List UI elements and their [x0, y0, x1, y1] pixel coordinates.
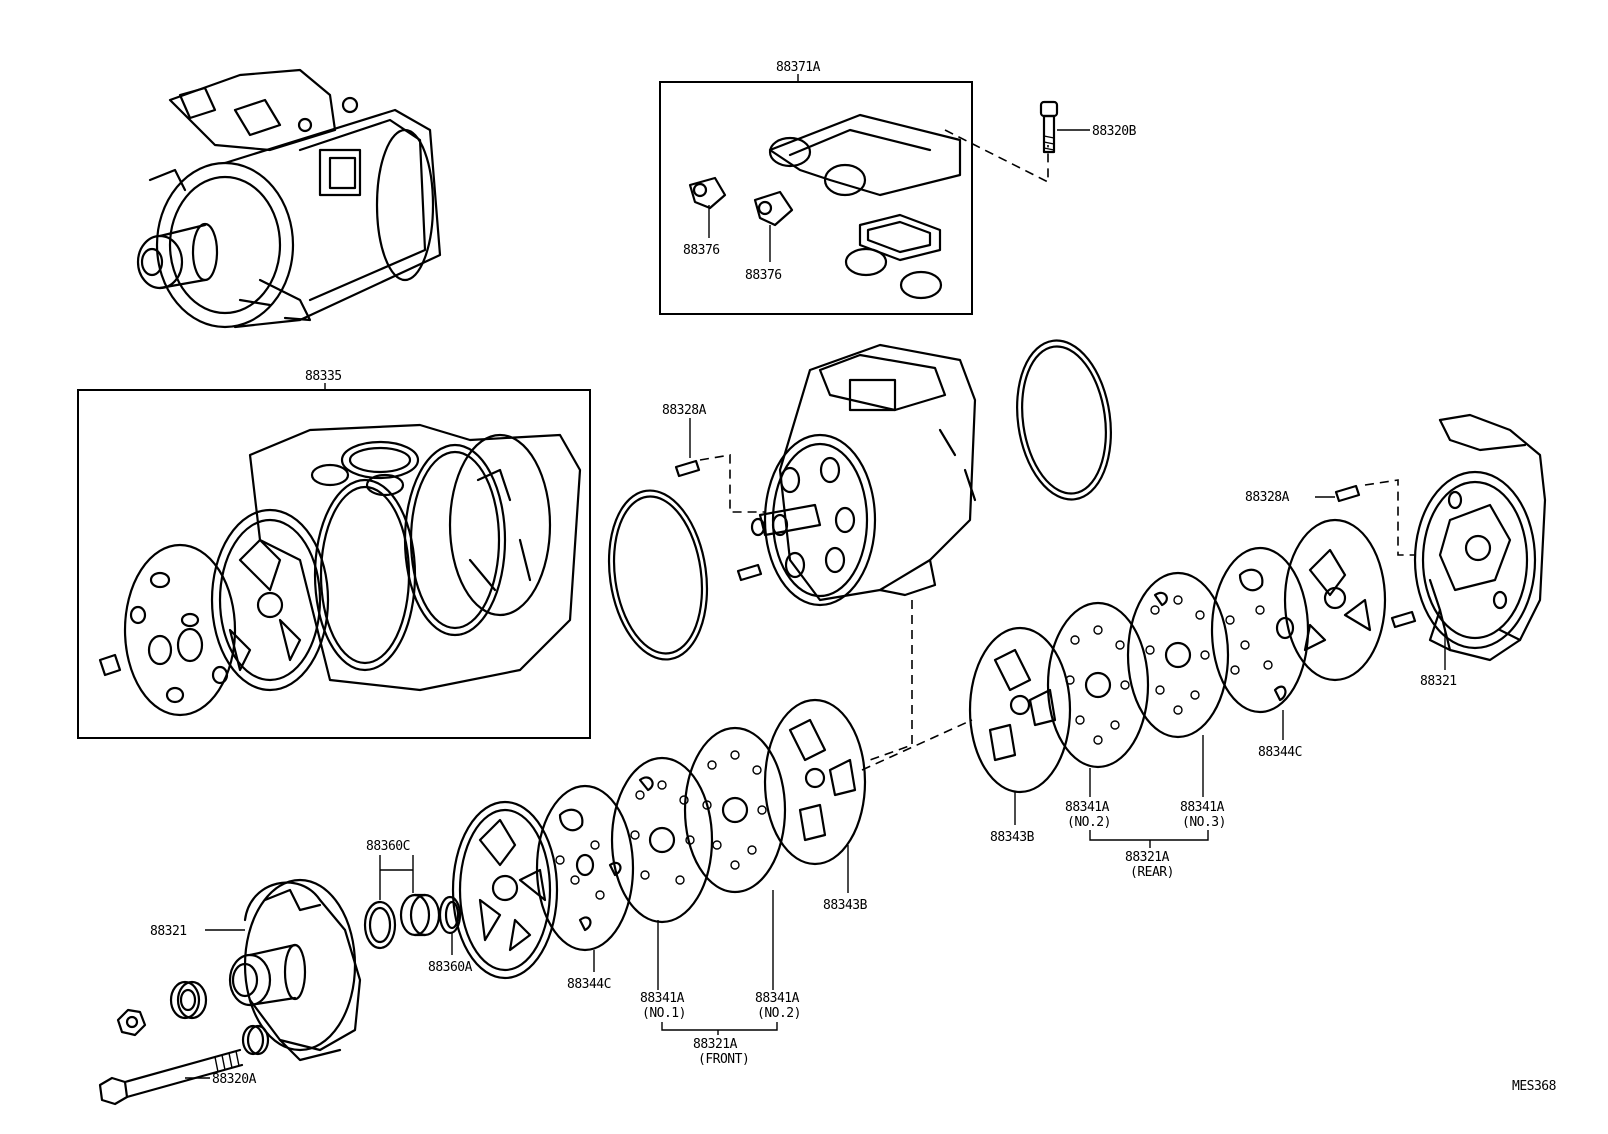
- bolt-88320b: [1039, 100, 1059, 154]
- seal-cup-88360c: [399, 893, 441, 937]
- label-front-341a-no2-sub: (NO.2): [757, 1006, 801, 1021]
- kit-88371a-box: [659, 81, 973, 315]
- gasket-88343b-rear: [968, 626, 1072, 794]
- bolt-88320a: [98, 1048, 244, 1106]
- label-bolt-top: 88320B: [1092, 124, 1137, 139]
- label-switch-b: 88376: [745, 268, 782, 283]
- label-bolt-bottom: 88320A: [212, 1072, 257, 1087]
- cylinder-housing-center: [750, 343, 977, 607]
- pin-right: [1334, 484, 1361, 503]
- label-valve-plate-344c-rear: 88344C: [1258, 745, 1302, 760]
- label-front-group-sub: (FRONT): [698, 1052, 749, 1067]
- kit-88371a-parts: [688, 113, 962, 300]
- label-gasket-kit: 88335: [305, 369, 342, 384]
- label-gasket-343b-rear: 88343B: [990, 830, 1035, 845]
- label-rear-group-code: 88321A: [1125, 850, 1170, 865]
- valve-plate-88344c-rear: [1283, 518, 1387, 682]
- pin-left-lower: [736, 563, 763, 582]
- label-front-341a-no1-sub: (NO.1): [642, 1006, 686, 1021]
- label-housing-rear: 88321: [1420, 674, 1457, 689]
- diagram-code: MES368: [1512, 1079, 1556, 1094]
- label-rear-341a-no3-code: 88341A: [1180, 800, 1225, 815]
- label-front-group-code: 88321A: [693, 1037, 738, 1052]
- pin-left: [674, 459, 701, 478]
- nut-front: [116, 1008, 147, 1037]
- label-snap-ring: 88360A: [428, 960, 473, 975]
- kit-88335-box: [77, 389, 591, 739]
- label-rear-group-sub: (REAR): [1130, 865, 1174, 880]
- plate-front-cross: [451, 800, 559, 980]
- o-ring-right: [1016, 339, 1112, 501]
- compressor-assembly-drawing: [136, 68, 442, 329]
- label-front-341a-no2-code: 88341A: [755, 991, 800, 1006]
- pin-right-lower: [1390, 610, 1417, 629]
- label-rear-341a-no2-code: 88341A: [1065, 800, 1110, 815]
- disc-88341a-no1-front: [610, 756, 714, 924]
- label-housing-front: 88321: [150, 924, 187, 939]
- valve-plate-88344c-front: [535, 784, 635, 952]
- housing-front-88321: [228, 878, 362, 1062]
- label-valve-plate-344c-front: 88344C: [567, 977, 611, 992]
- label-seal-set: 88360C: [366, 839, 410, 854]
- kit-88335-parts: [98, 423, 582, 717]
- disc-88341a-no2-rear: [1046, 601, 1150, 769]
- housing-rear-88321: [1413, 413, 1547, 662]
- snap-ring-88360a: [438, 895, 462, 935]
- label-rear-341a-no2-sub: (NO.2): [1067, 815, 1111, 830]
- label-pin-left: 88328A: [662, 403, 707, 418]
- label-gasket-343b-front: 88343B: [823, 898, 868, 913]
- label-front-341a-no1-code: 88341A: [640, 991, 685, 1006]
- spacer-front: [241, 1024, 270, 1056]
- gasket-88343b-front: [763, 698, 867, 866]
- label-rear-341a-no3-sub: (NO.3): [1182, 815, 1226, 830]
- seal-ring-88360c: [363, 900, 397, 950]
- label-pin-right: 88328A: [1245, 490, 1290, 505]
- plate-rear-thin: [1210, 546, 1310, 714]
- label-kit-top: 88371A: [776, 60, 821, 75]
- label-switch-a: 88376: [683, 243, 720, 258]
- disc-88341a-no3-rear: [1126, 571, 1230, 739]
- disc-88341a-no2-front: [683, 726, 787, 894]
- bearing-front: [169, 980, 208, 1020]
- o-ring-left: [607, 489, 709, 661]
